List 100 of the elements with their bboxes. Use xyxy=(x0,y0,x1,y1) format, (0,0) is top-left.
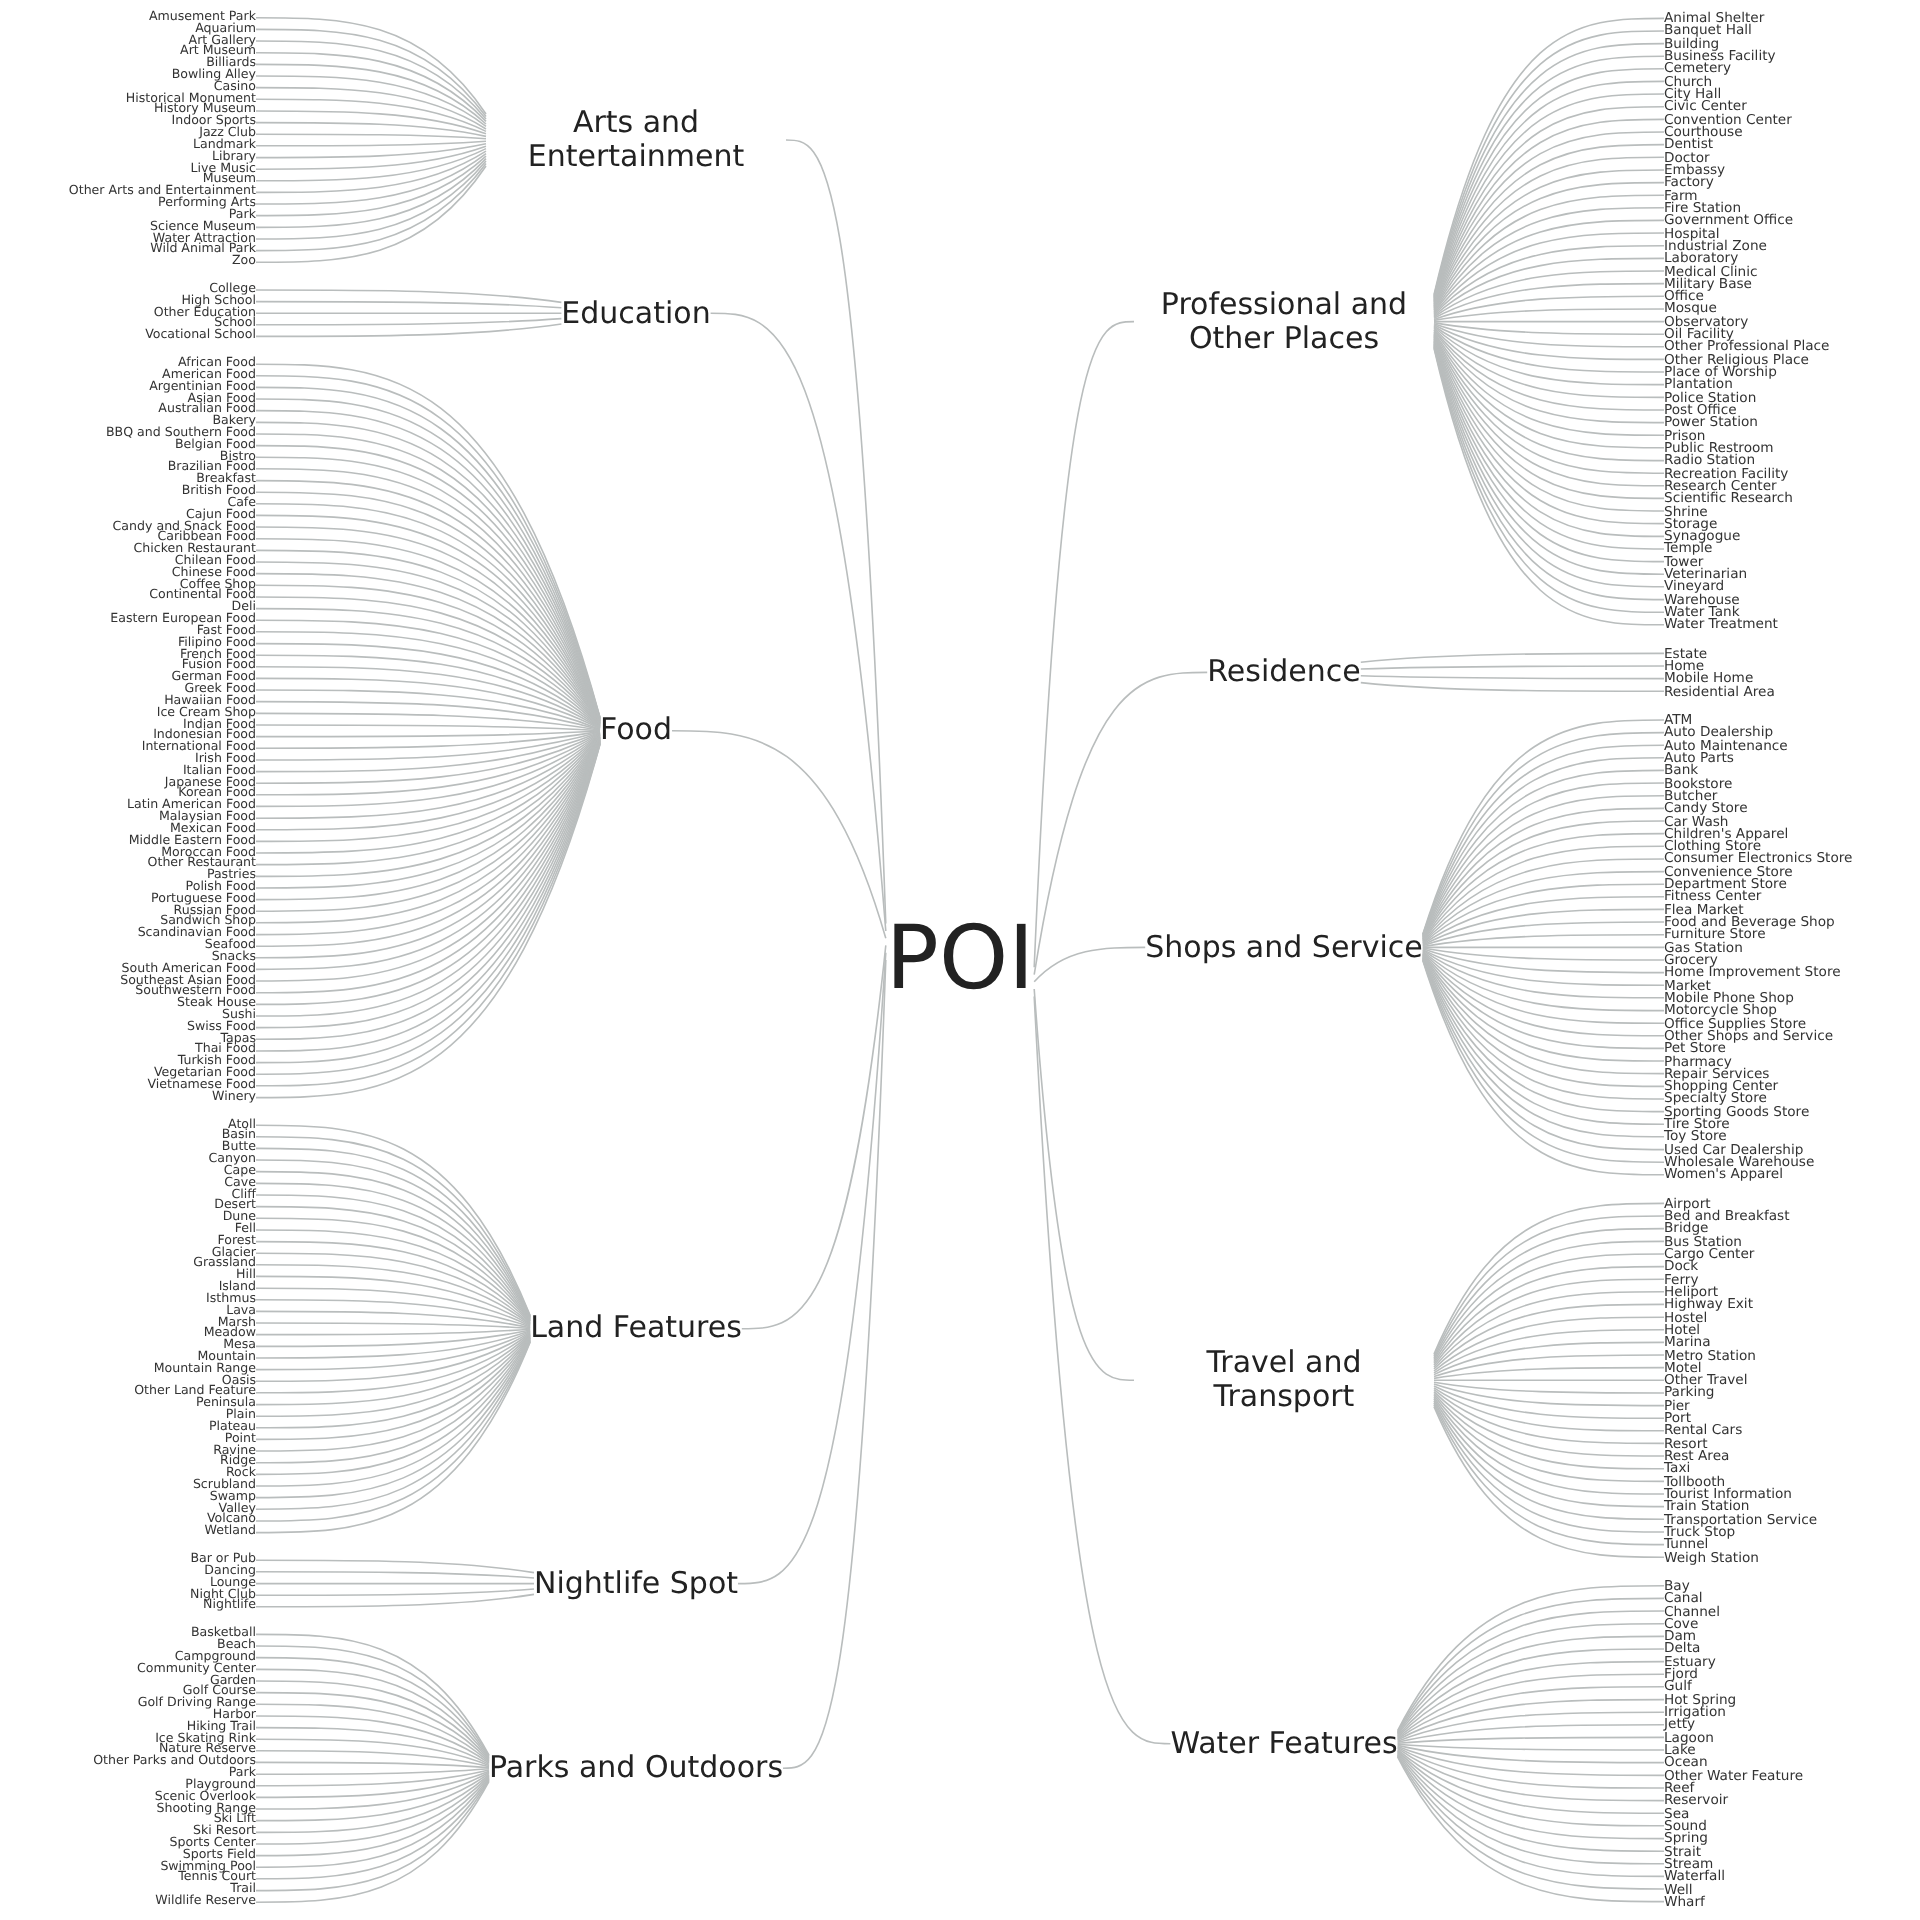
branch-line xyxy=(255,730,601,749)
branch-line xyxy=(1433,270,1665,318)
branch-line xyxy=(255,1738,490,1767)
branch-line xyxy=(255,689,601,731)
branch-line xyxy=(255,1328,531,1336)
category-label: Arts and Entertainment xyxy=(486,106,786,175)
branch-line xyxy=(255,157,487,229)
branch-line xyxy=(1422,870,1665,944)
branch-line xyxy=(255,1772,490,1822)
branch-line xyxy=(1033,671,1208,976)
category-label: Nightlife Spot xyxy=(534,1566,738,1601)
branch-line xyxy=(255,1264,531,1326)
branch-line xyxy=(1433,326,1665,386)
branch-line xyxy=(1396,1736,1665,1744)
branch-line xyxy=(255,1703,490,1763)
branch-line xyxy=(255,1774,490,1845)
branch-line xyxy=(709,312,887,932)
branch-line xyxy=(255,1331,531,1382)
branch-line xyxy=(255,323,563,338)
branch-line xyxy=(255,121,487,138)
branch-line xyxy=(255,152,487,205)
branch-line xyxy=(255,700,601,731)
branch-line xyxy=(1360,665,1665,670)
branch-line xyxy=(255,732,601,796)
branch-line xyxy=(255,1582,535,1585)
branch-line xyxy=(1396,1748,1665,1814)
branch-line xyxy=(255,1287,531,1327)
branch-line xyxy=(1422,950,1665,1012)
branch-line xyxy=(1396,1673,1665,1739)
branch-line xyxy=(255,317,563,326)
branch-line xyxy=(1433,1392,1665,1470)
branch-line xyxy=(255,732,601,784)
branch-line xyxy=(255,712,601,731)
branch-line xyxy=(1433,1366,1665,1380)
branch-line xyxy=(1433,323,1665,348)
branch-line xyxy=(255,312,563,314)
branch-line xyxy=(737,952,887,1585)
branch-line xyxy=(1360,652,1665,663)
branch-line xyxy=(255,147,487,182)
branch-line xyxy=(255,666,601,730)
branch-line xyxy=(1433,1354,1665,1378)
branch-line xyxy=(255,1330,531,1359)
branch-line xyxy=(671,730,887,939)
branch-line xyxy=(1433,320,1665,323)
branch-line xyxy=(255,1769,490,1787)
category-label: Shops and Service xyxy=(1145,930,1423,965)
branch-line xyxy=(255,1768,490,1775)
branch-line xyxy=(1433,1387,1665,1432)
branch-line xyxy=(1396,1698,1665,1741)
branch-line xyxy=(1433,1385,1665,1419)
category-label: Travel and Transport xyxy=(1134,1346,1434,1415)
branch-line xyxy=(255,1773,490,1834)
branch-line xyxy=(1433,1291,1665,1368)
branch-line xyxy=(255,1593,535,1608)
branch-line xyxy=(255,1310,531,1329)
branch-line xyxy=(1396,1743,1665,1751)
branch-line xyxy=(1396,1744,1665,1764)
branch-line xyxy=(1433,257,1665,317)
branch-line xyxy=(255,140,487,147)
branch-line xyxy=(1433,245,1665,316)
branch-line xyxy=(255,1322,531,1330)
branch-line xyxy=(1422,896,1665,946)
branch-line xyxy=(1033,946,1146,983)
branch-line xyxy=(1422,934,1665,948)
branch-line xyxy=(255,1715,490,1764)
category-label: Land Features xyxy=(530,1311,742,1346)
branch-line xyxy=(1433,324,1665,361)
branch-line xyxy=(1360,681,1665,692)
branch-line xyxy=(255,730,601,738)
branch-line xyxy=(255,1332,531,1394)
branch-line xyxy=(782,959,887,1769)
branch-line xyxy=(1433,325,1665,373)
branch-line xyxy=(741,944,887,1330)
branch-line xyxy=(255,1761,490,1769)
branch-line xyxy=(1396,1747,1665,1802)
branch-line xyxy=(1433,327,1665,399)
branch-line xyxy=(255,1750,490,1768)
branch-line xyxy=(1433,321,1665,335)
branch-line xyxy=(255,145,487,170)
branch-line xyxy=(255,98,487,133)
category-label: Professional and Other Places xyxy=(1134,287,1434,356)
branch-line xyxy=(255,1299,531,1328)
branch-line xyxy=(255,40,487,120)
branch-line xyxy=(255,1771,490,1810)
branch-line xyxy=(1396,1749,1665,1827)
branch-line xyxy=(1433,1390,1665,1457)
branch-line xyxy=(1422,946,1665,949)
branch-line xyxy=(255,731,601,773)
branch-line xyxy=(1433,295,1665,321)
branch-line xyxy=(255,1275,531,1327)
category-label: Food xyxy=(600,713,672,748)
branch-line xyxy=(1396,1745,1665,1777)
branch-line xyxy=(1433,1379,1665,1381)
branch-line xyxy=(1396,1686,1665,1740)
branch-line xyxy=(1422,948,1665,986)
branch-line xyxy=(1422,951,1665,1024)
branch-line xyxy=(255,52,487,123)
branch-line xyxy=(255,155,487,217)
branch-line xyxy=(255,86,487,130)
category-label: Water Features xyxy=(1170,1726,1398,1761)
